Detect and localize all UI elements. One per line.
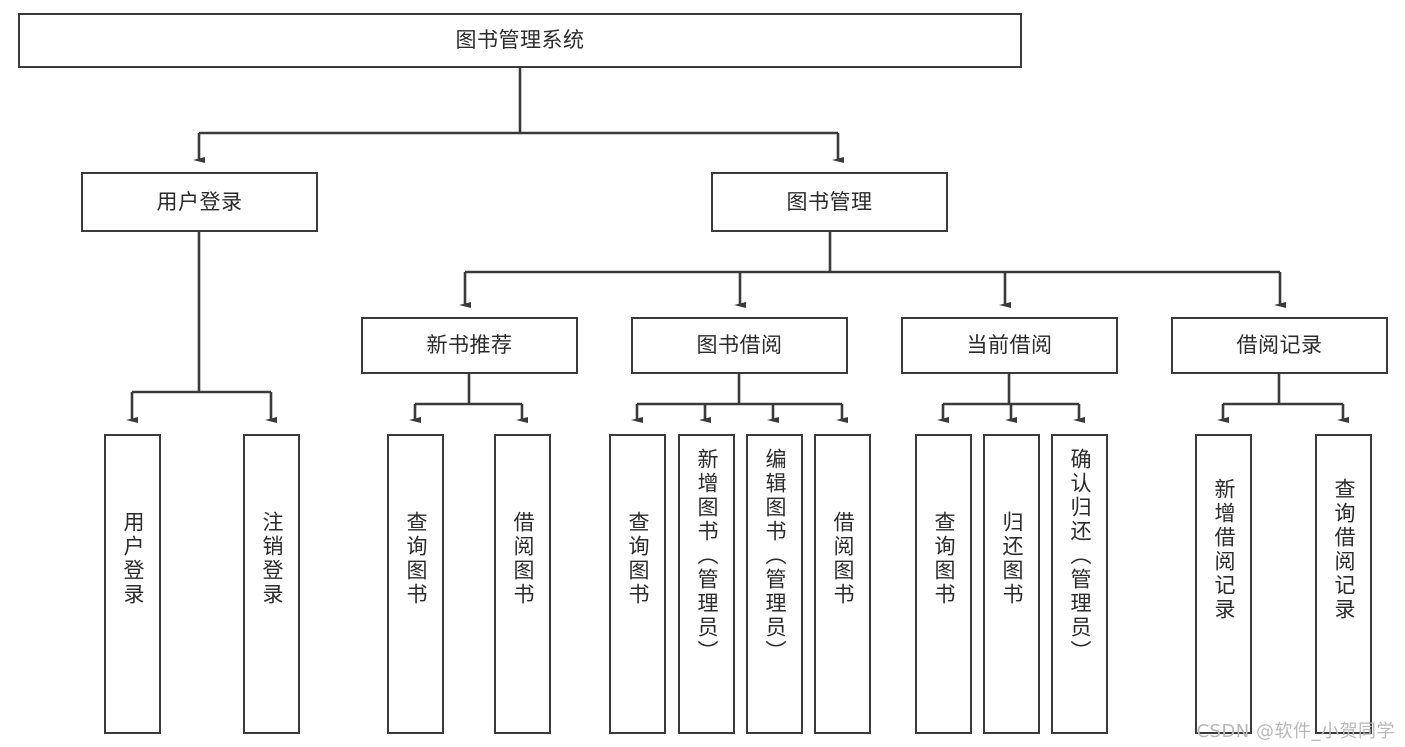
- node-current-borrow[interactable]: 当前借阅: [901, 317, 1118, 374]
- node-leaf-query-record-label: 查询借阅记录: [1332, 478, 1356, 622]
- node-leaf-borrow-book-2-label: 借阅图书: [831, 511, 855, 607]
- node-leaf-query-record[interactable]: 查询借阅记录: [1315, 434, 1372, 734]
- node-leaf-query-book-3-label: 查询图书: [932, 511, 956, 607]
- node-leaf-borrow-book-2[interactable]: 借阅图书: [814, 434, 871, 734]
- node-book-borrow[interactable]: 图书借阅: [631, 317, 848, 374]
- node-leaf-edit-book[interactable]: 编辑图书（管理员）: [746, 434, 803, 734]
- node-current-borrow-label: 当前借阅: [966, 333, 1053, 358]
- node-user-login[interactable]: 用户登录: [81, 172, 318, 232]
- node-leaf-borrow-book-1-label: 借阅图书: [511, 511, 535, 607]
- node-leaf-add-book-label: 新增图书（管理员）: [695, 448, 719, 664]
- node-leaf-query-book-1[interactable]: 查询图书: [387, 434, 444, 734]
- node-new-book-recommend-label: 新书推荐: [426, 333, 513, 358]
- node-leaf-user-login-label: 用户登录: [121, 511, 145, 607]
- node-leaf-logout-label: 注销登录: [260, 511, 284, 607]
- node-leaf-confirm-return[interactable]: 确认归还（管理员）: [1051, 434, 1108, 734]
- watermark: CSDN @软件_小贺同学: [1196, 721, 1395, 742]
- node-root-label: 图书管理系统: [455, 28, 585, 53]
- node-leaf-borrow-book-1[interactable]: 借阅图书: [494, 434, 551, 734]
- node-book-management-label: 图书管理: [786, 189, 873, 214]
- node-new-book-recommend[interactable]: 新书推荐: [361, 317, 578, 374]
- node-leaf-confirm-return-label: 确认归还（管理员）: [1068, 448, 1092, 664]
- node-leaf-edit-book-label: 编辑图书（管理员）: [763, 448, 787, 664]
- node-leaf-query-book-2[interactable]: 查询图书: [609, 434, 666, 734]
- node-user-login-label: 用户登录: [156, 189, 243, 214]
- node-book-management[interactable]: 图书管理: [711, 172, 948, 232]
- node-borrow-record-label: 借阅记录: [1236, 333, 1323, 358]
- node-leaf-add-record-label: 新增借阅记录: [1212, 478, 1236, 622]
- node-leaf-return-book[interactable]: 归还图书: [983, 434, 1040, 734]
- node-leaf-return-book-label: 归还图书: [1000, 511, 1024, 607]
- node-leaf-query-book-3[interactable]: 查询图书: [915, 434, 972, 734]
- node-borrow-record[interactable]: 借阅记录: [1171, 317, 1388, 374]
- node-leaf-user-login[interactable]: 用户登录: [104, 434, 161, 734]
- node-leaf-add-book[interactable]: 新增图书（管理员）: [678, 434, 735, 734]
- node-leaf-query-book-1-label: 查询图书: [404, 511, 428, 607]
- node-leaf-query-book-2-label: 查询图书: [626, 511, 650, 607]
- node-book-borrow-label: 图书借阅: [696, 333, 783, 358]
- node-root[interactable]: 图书管理系统: [18, 13, 1022, 68]
- node-leaf-logout[interactable]: 注销登录: [243, 434, 300, 734]
- node-leaf-add-record[interactable]: 新增借阅记录: [1195, 434, 1252, 734]
